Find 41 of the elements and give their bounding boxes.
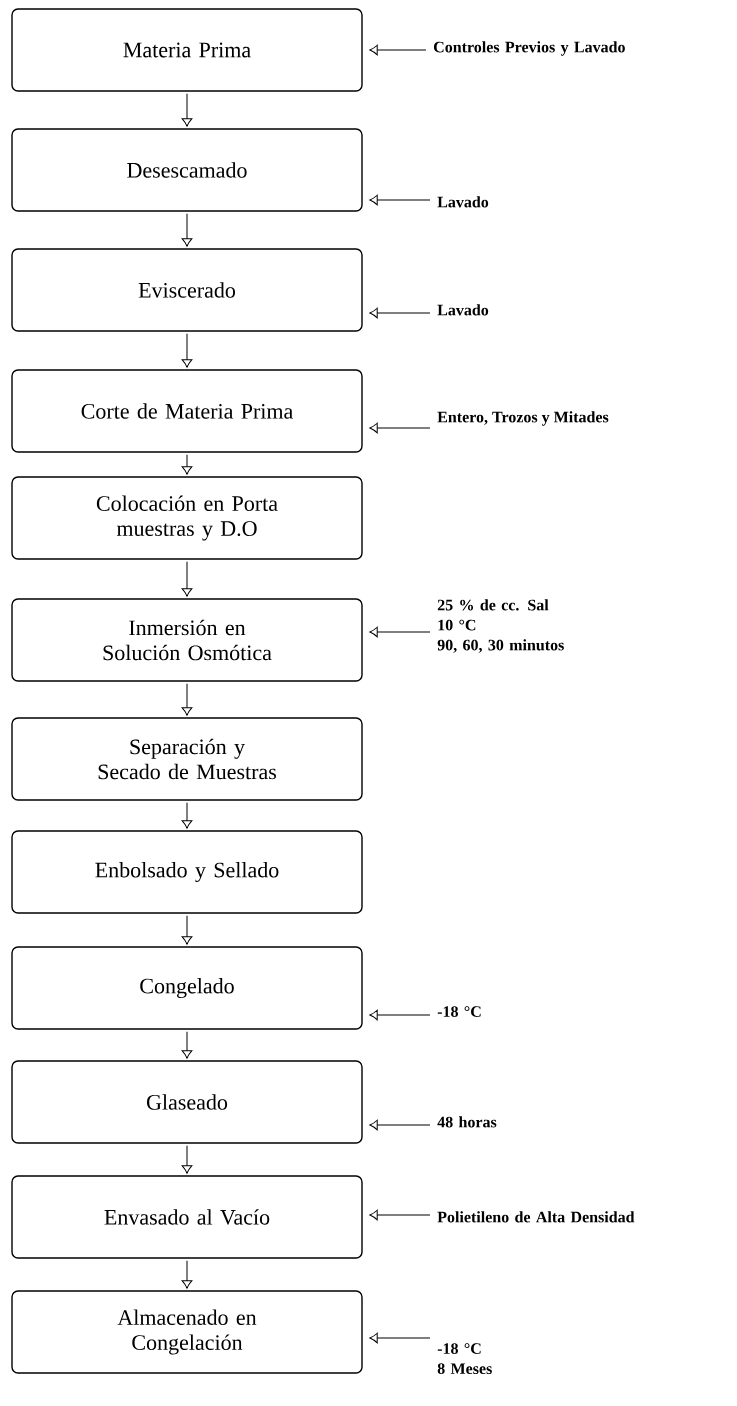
note-text: Lavado	[437, 304, 489, 316]
process-box: Almacenado en Congelación	[11, 1290, 363, 1374]
arrow	[181, 1145, 193, 1174]
arrow	[181, 1260, 193, 1289]
arrow	[181, 213, 193, 247]
arrow	[369, 626, 431, 638]
arrow	[369, 1209, 431, 1221]
process-box: Separación y Secado de Muestras	[11, 717, 363, 801]
process-box: Inmersión en Solución Osmótica	[11, 598, 363, 682]
arrow	[369, 194, 431, 206]
arrow	[181, 454, 193, 475]
process-box: Desescamado	[11, 128, 363, 212]
arrow	[369, 307, 431, 319]
process-box: Eviscerado	[11, 248, 363, 332]
process-box: Glaseado	[11, 1060, 363, 1144]
arrow	[369, 1119, 431, 1131]
note-text: -18 °C 8 Meses	[437, 1343, 492, 1374]
process-box: Congelado	[11, 946, 363, 1030]
arrow	[181, 93, 193, 127]
note-text: -18 °C	[437, 1006, 481, 1017]
arrow	[369, 1332, 431, 1344]
note-text: 48 horas	[437, 1116, 497, 1128]
process-box: Corte de Materia Prima	[11, 369, 363, 453]
process-box: Colocación en Porta muestras y D.O	[11, 476, 363, 560]
arrow	[181, 1031, 193, 1059]
arrow	[369, 1009, 431, 1021]
arrow	[369, 44, 427, 56]
note-text: 25 % de cc. Sal 10 °C 90, 60, 30 minutos	[437, 599, 564, 653]
process-box: Enbolsado y Sellado	[11, 830, 363, 914]
arrow	[181, 561, 193, 597]
arrow	[181, 802, 193, 829]
note-text: Controles Previos y Lavado	[434, 41, 625, 56]
note-text: Polietileno de Alta Densidad	[437, 1211, 635, 1223]
arrow	[181, 683, 193, 716]
process-box: Envasado al Vacío	[11, 1175, 363, 1259]
arrow	[181, 915, 193, 945]
process-box: Materia Prima	[11, 8, 363, 92]
note-text: Lavado	[437, 196, 489, 208]
arrow	[369, 422, 431, 434]
note-text: Entero, Trozos y Mitades	[437, 411, 609, 426]
arrow	[181, 333, 193, 368]
